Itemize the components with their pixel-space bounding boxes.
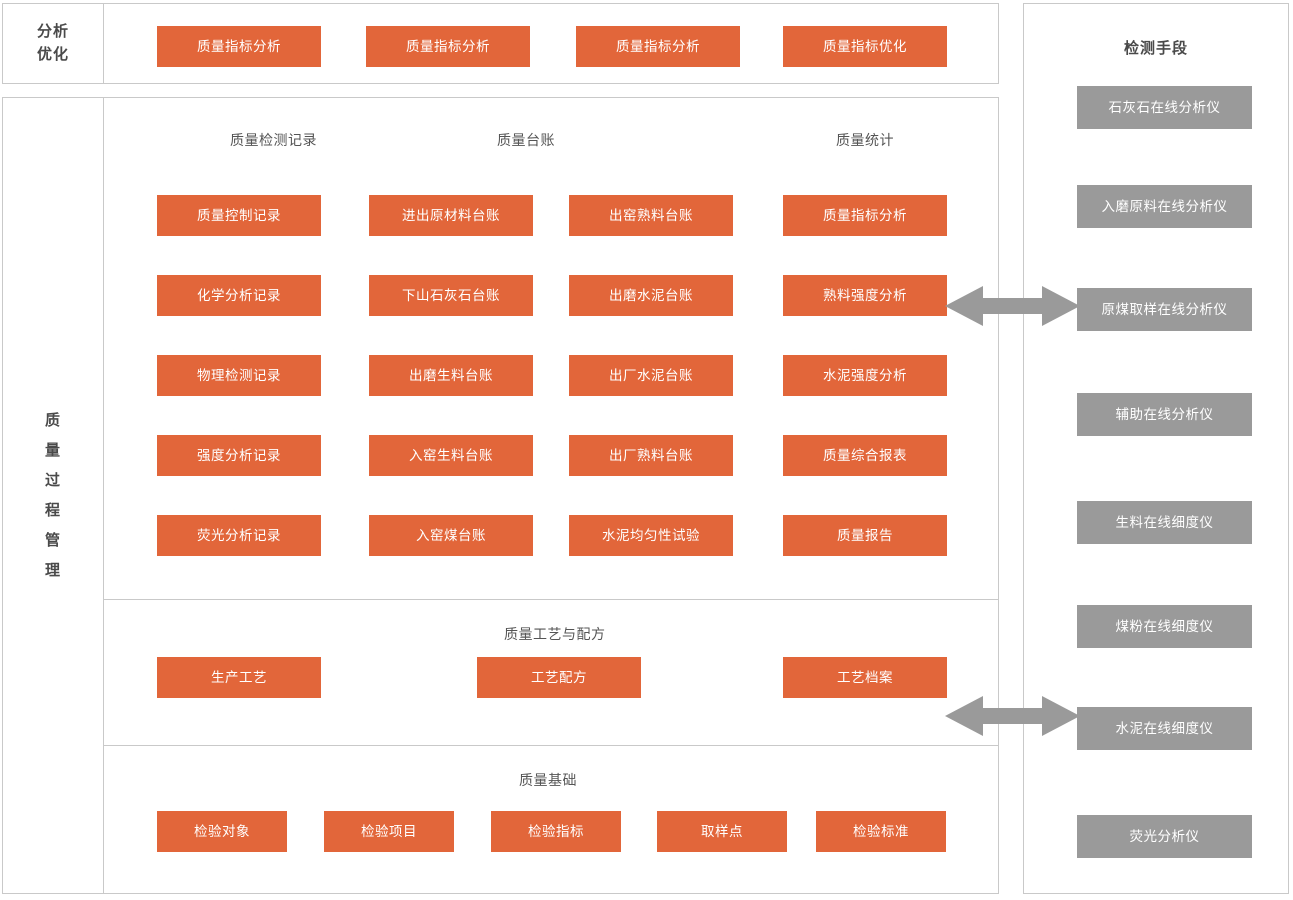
basis-box-3[interactable]: 取样点	[657, 811, 787, 852]
records-section: 质量检测记录 质量台账 质量统计 质量控制记录 化学分析记录 物理检测记录 强度…	[104, 98, 998, 599]
quality-basis-section: 质量基础 检验对象 检验项目 检验指标 取样点 检验标准	[104, 745, 998, 893]
process-label-char-0: 质	[44, 411, 61, 429]
record-box-c2-r3[interactable]: 出厂熟料台账	[569, 435, 733, 476]
detection-box-7[interactable]: 荧光分析仪	[1077, 815, 1252, 858]
process-label-char-1: 量	[44, 441, 61, 459]
process-label-char-2: 过	[44, 471, 61, 489]
detection-box-4[interactable]: 生料在线细度仪	[1077, 501, 1252, 544]
section-title-quality-basis: 质量基础	[519, 772, 577, 788]
record-box-c1-r3[interactable]: 入窑生料台账	[369, 435, 533, 476]
detection-box-3[interactable]: 辅助在线分析仪	[1077, 393, 1252, 436]
analysis-optimization-label: 分析 优化	[3, 4, 104, 83]
record-box-c2-r2[interactable]: 出厂水泥台账	[569, 355, 733, 396]
record-box-c3-r4[interactable]: 质量报告	[783, 515, 947, 556]
analysis-button-2[interactable]: 质量指标分析	[576, 26, 740, 67]
record-box-c0-r3[interactable]: 强度分析记录	[157, 435, 321, 476]
record-box-c1-r0[interactable]: 进出原材料台账	[369, 195, 533, 236]
analysis-button-row: 质量指标分析 质量指标分析 质量指标分析 质量指标优化	[104, 4, 998, 83]
column-title-inspection-records: 质量检测记录	[230, 132, 317, 148]
analysis-button-0[interactable]: 质量指标分析	[157, 26, 321, 67]
detection-box-0[interactable]: 石灰石在线分析仪	[1077, 86, 1252, 129]
section-title-craft-formula: 质量工艺与配方	[504, 626, 606, 642]
record-box-c3-r2[interactable]: 水泥强度分析	[783, 355, 947, 396]
analysis-button-3[interactable]: 质量指标优化	[783, 26, 947, 67]
record-box-c3-r1[interactable]: 熟料强度分析	[783, 275, 947, 316]
basis-box-2[interactable]: 检验指标	[491, 811, 621, 852]
detection-means-title: 检测手段	[1123, 40, 1188, 57]
record-box-c0-r1[interactable]: 化学分析记录	[157, 275, 321, 316]
detection-box-5[interactable]: 煤粉在线细度仪	[1077, 605, 1252, 648]
process-label-char-5: 理	[44, 561, 61, 579]
record-box-c0-r2[interactable]: 物理检测记录	[157, 355, 321, 396]
analysis-button-1[interactable]: 质量指标分析	[366, 26, 530, 67]
basis-box-4[interactable]: 检验标准	[816, 811, 946, 852]
record-box-c1-r2[interactable]: 出磨生料台账	[369, 355, 533, 396]
record-box-c2-r4[interactable]: 水泥均匀性试验	[569, 515, 733, 556]
column-title-quality-statistics: 质量统计	[836, 132, 894, 148]
record-box-c0-r4[interactable]: 荧光分析记录	[157, 515, 321, 556]
craft-box-0[interactable]: 生产工艺	[157, 657, 321, 698]
process-label-char-3: 程	[44, 501, 61, 519]
record-box-c2-r0[interactable]: 出窑熟料台账	[569, 195, 733, 236]
detection-means-panel: 检测手段 石灰石在线分析仪 入磨原料在线分析仪 原煤取样在线分析仪 辅助在线分析…	[1023, 3, 1289, 894]
quality-process-management-label: 质 量 过 程 管 理	[3, 98, 104, 893]
craft-box-2[interactable]: 工艺档案	[783, 657, 947, 698]
record-box-c2-r1[interactable]: 出磨水泥台账	[569, 275, 733, 316]
record-box-c3-r3[interactable]: 质量综合报表	[783, 435, 947, 476]
record-box-c1-r4[interactable]: 入窑煤台账	[369, 515, 533, 556]
craft-and-formula-section: 质量工艺与配方 生产工艺 工艺配方 工艺档案	[104, 599, 998, 745]
record-box-c0-r0[interactable]: 质量控制记录	[157, 195, 321, 236]
craft-box-1[interactable]: 工艺配方	[477, 657, 641, 698]
record-box-c1-r1[interactable]: 下山石灰石台账	[369, 275, 533, 316]
detection-box-1[interactable]: 入磨原料在线分析仪	[1077, 185, 1252, 228]
quality-process-management-panel: 质 量 过 程 管 理 质量检测记录 质量台账 质量统计 质量控制记录 化学分析…	[2, 97, 999, 894]
record-box-c3-r0[interactable]: 质量指标分析	[783, 195, 947, 236]
detection-box-2[interactable]: 原煤取样在线分析仪	[1077, 288, 1252, 331]
analysis-label-line-2: 优化	[36, 45, 69, 63]
column-title-quality-ledger: 质量台账	[497, 132, 555, 148]
detection-box-6[interactable]: 水泥在线细度仪	[1077, 707, 1252, 750]
process-label-char-4: 管	[44, 531, 61, 549]
basis-box-1[interactable]: 检验项目	[324, 811, 454, 852]
analysis-optimization-panel: 分析 优化 质量指标分析 质量指标分析 质量指标分析 质量指标优化	[2, 3, 999, 84]
basis-box-0[interactable]: 检验对象	[157, 811, 287, 852]
analysis-label-line-1: 分析	[36, 23, 69, 40]
